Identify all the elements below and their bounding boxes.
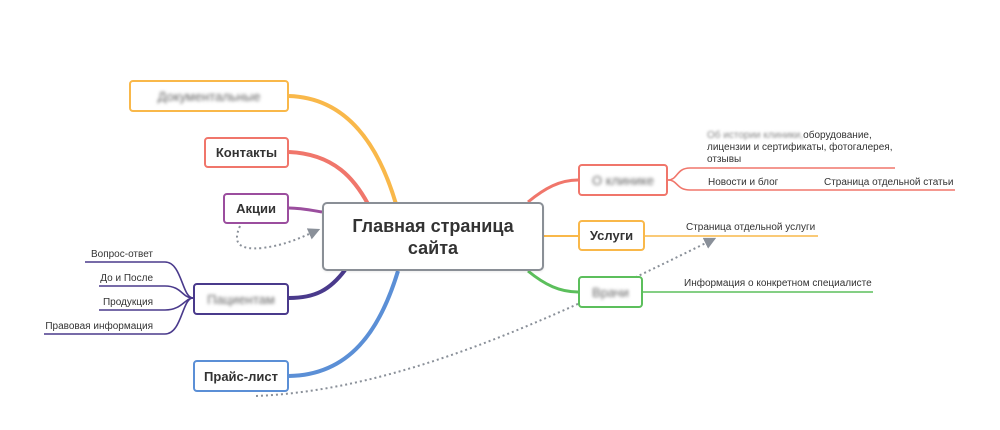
- relation-promotions: [235, 225, 321, 250]
- node-services-label: Услуги: [589, 228, 634, 243]
- leaf-about-line2a: лицензии и серт: [707, 142, 783, 153]
- branch-about: [527, 178, 579, 204]
- central-topic-line1: Главная страница: [352, 215, 514, 236]
- leaf-news[interactable]: Новости и блог: [708, 177, 779, 188]
- node-contacts[interactable]: Контакты: [204, 137, 289, 168]
- node-price-list[interactable]: Прайс-лист: [193, 360, 289, 392]
- leaf-about-line1: оборудование,: [803, 130, 872, 141]
- leaf-qa[interactable]: Вопрос-ответ: [90, 249, 153, 260]
- leaf-specialist[interactable]: Информация о конкретном специалисте: [684, 278, 872, 289]
- node-promotions[interactable]: Акции: [223, 193, 289, 224]
- leaf-about-line3: отзывы: [707, 154, 742, 165]
- node-blurred-left-label: Пациентам: [207, 291, 275, 307]
- branch-promotions: [288, 206, 323, 214]
- central-topic-line2: сайта: [407, 237, 459, 258]
- central-topic[interactable]: Главная страница сайта: [322, 202, 544, 271]
- node-blurred-about[interactable]: О клинике: [578, 164, 668, 196]
- branch-doctors: [527, 269, 579, 294]
- relation-price-list: [255, 237, 717, 397]
- leaf-legal[interactable]: Правовая информация: [45, 321, 153, 332]
- node-blurred-doctors-label: Врачи: [592, 284, 629, 300]
- leaf-article[interactable]: Страница отдельной статьи: [824, 177, 954, 188]
- leaf-about-details[interactable]: Об истории клиники,оборудование, лицензи…: [707, 130, 892, 166]
- node-blurred-top[interactable]: Документальные: [129, 80, 289, 112]
- branch-blurred-left: [288, 268, 347, 300]
- branch-blurred-top: [288, 94, 398, 205]
- branch-price-list: [288, 270, 400, 378]
- leaf-before-after[interactable]: До и После: [100, 273, 153, 284]
- leaf-about-line2b: ификаты, фотогалерея,: [782, 142, 893, 153]
- node-blurred-about-label: О клинике: [592, 172, 654, 188]
- node-blurred-doctors[interactable]: Врачи: [578, 276, 643, 308]
- node-services[interactable]: Услуги: [578, 220, 645, 251]
- leaf-connectors-left: [44, 261, 194, 335]
- leaf-service-page[interactable]: Страница отдельной услуги: [686, 222, 816, 233]
- leaf-products[interactable]: Продукция: [102, 297, 153, 308]
- node-promotions-label: Акции: [236, 201, 276, 216]
- leaf-connectors-about: [667, 167, 955, 191]
- node-blurred-left[interactable]: Пациентам: [193, 283, 289, 315]
- leaf-about-blurred: Об истории клиники,: [707, 130, 804, 141]
- node-blurred-top-label: Документальные: [157, 88, 261, 104]
- branch-contacts: [288, 150, 370, 205]
- node-contacts-label: Контакты: [215, 145, 278, 160]
- node-price-list-label: Прайс-лист: [204, 368, 278, 384]
